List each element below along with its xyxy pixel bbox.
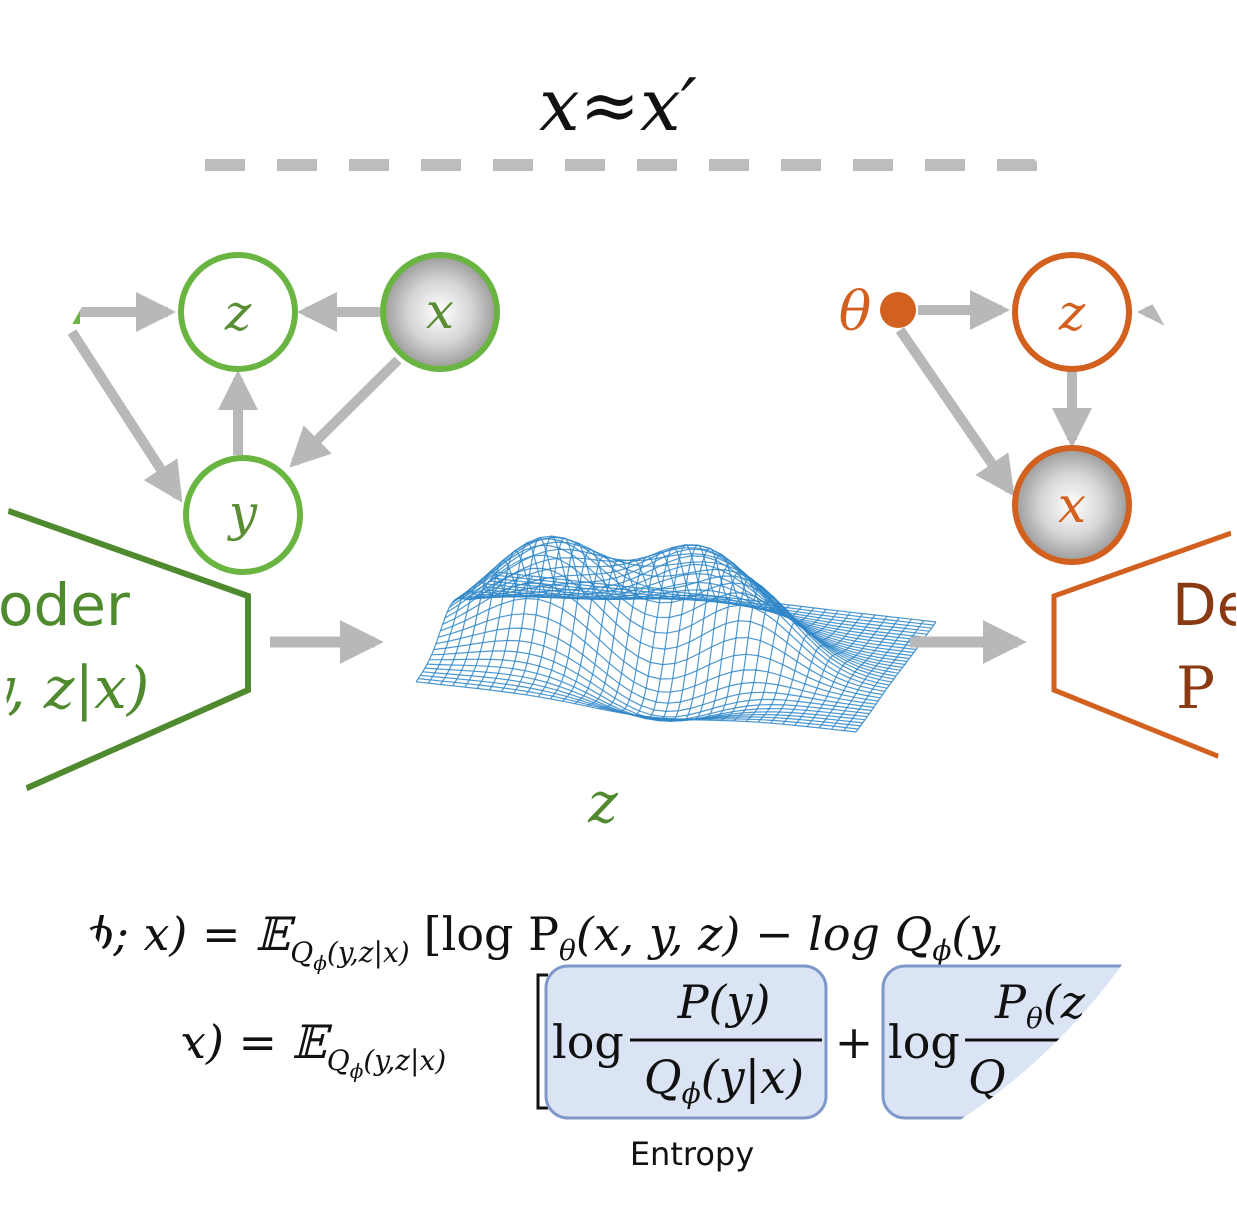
equation-left-bracket (536, 973, 548, 1110)
decoder-param-theta: θ (839, 280, 872, 343)
encoder-label-line1: oder (0, 571, 130, 639)
equation-line2-sub-q: Q (327, 1044, 350, 1077)
encoder-input-to-y-arrow (67, 329, 183, 503)
equation-line2-left: x) = 𝔼 (180, 1015, 333, 1069)
box2-numerator-args: (z (1043, 975, 1086, 1029)
surface-mesh-line (831, 618, 913, 730)
box2-numerator-sub: θ (1026, 1002, 1043, 1035)
surface-mesh-line (794, 614, 876, 726)
encoder-node-y-label: y (227, 484, 258, 542)
encoder-trapezoid (0, 505, 251, 803)
equation-line2-sub-args: (y,z|x) (363, 1044, 446, 1077)
decoder-graph: θ z x (839, 252, 1180, 565)
entropy-label: Entropy (630, 1135, 754, 1173)
box2-denominator: Q (968, 1050, 1006, 1104)
equation-line1-sub-args: (y,z|x) (327, 936, 410, 969)
equation-line-2: x) = 𝔼Qϕ(y,z|x) log P(y) Qϕ(y|x) + log P… (180, 964, 1205, 1120)
equation-line2-sub-phi: ϕ (350, 1059, 364, 1083)
encoder-label-line2: y, z|x) (0, 654, 149, 722)
equation-line2-text: x) = 𝔼Qϕ(y,z|x) (180, 1015, 446, 1083)
encoder-node-y: y (183, 455, 303, 575)
encoder-node-z: z (178, 252, 298, 372)
equation-line1-right: [log P (424, 907, 559, 961)
box1-numerator-text: P(y) (677, 975, 771, 1029)
reconstruction-relation: x≈x′ (539, 63, 697, 147)
decoder-param-dot (880, 292, 916, 328)
box1-numerator: P(y) (677, 975, 771, 1029)
equation-line1-sub-q: Q (290, 936, 313, 969)
encoder-node-x-label: x (426, 282, 454, 340)
box1-denominator-q: Q (644, 1050, 682, 1104)
box2-numerator-p: P (994, 975, 1027, 1029)
decoder-node-x: x (1012, 445, 1132, 565)
surface-mesh-line (806, 616, 888, 727)
decoder-label-line2: P (1176, 654, 1215, 722)
surface-mesh-line (818, 617, 900, 729)
surface-mesh-line (415, 681, 857, 733)
decoder-trapezoid (1051, 527, 1236, 768)
surface-mesh-line (549, 548, 631, 700)
surface-mesh-line (424, 667, 865, 722)
equation-line1-text: ϕ; x) = 𝔼Qϕ(y,z|x)[log Pθ(x, y, z) − log… (82, 907, 1004, 975)
encoder-graph: z x y (66, 252, 500, 575)
equation-line1-sub-phi: ϕ (313, 951, 327, 975)
decoder-node-z-label: z (1058, 284, 1086, 342)
equation-line-1: ϕ; x) = 𝔼Qϕ(y,z|x)[log Pθ(x, y, z) − log… (82, 907, 1004, 975)
box1-denominator: Qϕ(y|x) (644, 1050, 804, 1110)
equation-plus: + (835, 1015, 874, 1069)
decoder-theta-to-x-arrow (895, 327, 1015, 497)
box1-denominator-sub: ϕ (682, 1077, 701, 1110)
decoder-label-line1: De (1172, 571, 1237, 639)
latent-surface (415, 535, 937, 733)
equation-line1-right3: (y, (951, 907, 1003, 961)
decoder-node-z: z (1012, 252, 1132, 372)
encoder-node-x: x (380, 252, 500, 372)
equation-line1-right2-sub-phi: ϕ (932, 934, 951, 967)
equation-line1-right2: (x, y, z) − log Q (576, 907, 932, 961)
box1-denominator-args: (y|x) (701, 1050, 804, 1104)
equation-line1-left: ϕ; x) = 𝔼 (82, 907, 296, 961)
box2-log: log (888, 1015, 960, 1069)
latent-label: z (587, 771, 618, 836)
equation-line1-right-sub-theta: θ (559, 934, 576, 967)
box2-numerator: Pθ(z (994, 975, 1086, 1035)
surface-mesh-line (422, 671, 863, 724)
encoder-input-marker (66, 304, 80, 324)
box1-log: log (552, 1015, 624, 1069)
decoder-node-x-label: x (1058, 476, 1086, 534)
entropy-term-box (544, 964, 828, 1120)
surface-mesh-line (487, 583, 928, 635)
encoder-x-to-y-arrow (289, 356, 402, 468)
encoder-node-z-label: z (224, 284, 252, 342)
